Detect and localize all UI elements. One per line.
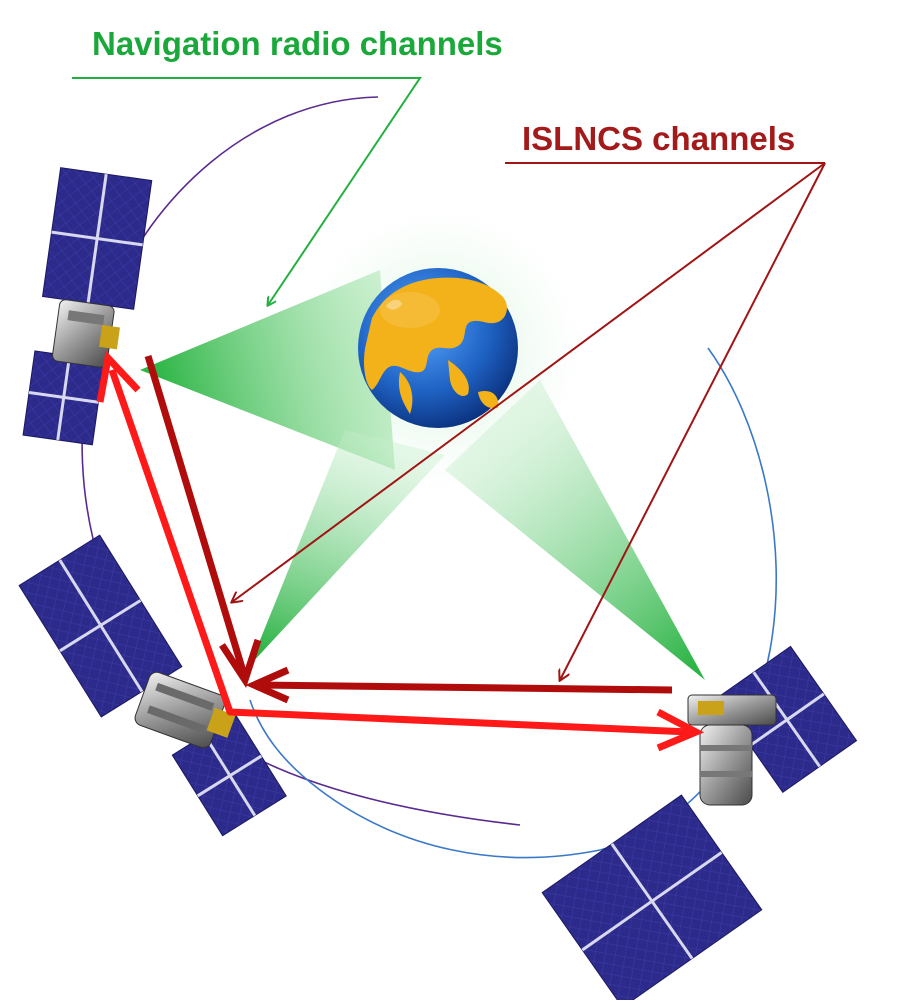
navigation-beam-bottom-left	[250, 430, 445, 665]
orbit-purple	[81, 96, 521, 826]
islncs-return-arrow-top-left	[144, 354, 249, 680]
islncs-leader-to-left	[232, 162, 826, 602]
islncs-return-arrow-right-head	[245, 666, 290, 704]
navigation-satellite-icon	[541, 645, 858, 1000]
islncs-return-arrow-right	[257, 681, 673, 694]
islncs-forward-arrow-right-head	[656, 708, 705, 752]
navigation-satellite-icon	[18, 534, 287, 837]
islncs-forward-arrow-up-head	[96, 350, 141, 403]
earth-globe-icon	[358, 268, 518, 428]
islncs-leader-to-bottom	[560, 162, 826, 680]
navigation-satellite-icon	[22, 167, 153, 446]
islncs-return-arrow-top-left-head	[219, 638, 262, 689]
navigation-label-leader	[72, 77, 422, 305]
islncs-forward-arrow-loop	[108, 368, 691, 736]
islncs-label: ISLNCS channels	[522, 120, 795, 157]
navigation-beam-right	[445, 380, 705, 680]
navigation-beam-top-left	[140, 270, 395, 470]
navigation-label: Navigation radio channels	[92, 25, 503, 62]
